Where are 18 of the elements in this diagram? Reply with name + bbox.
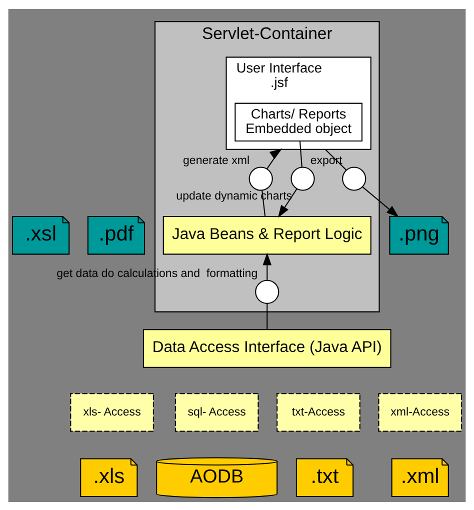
node-box: Charts/ Reports Embedded object: [234, 102, 362, 142]
node-box: sql- Access: [174, 392, 259, 432]
arrow: [362, 186, 399, 217]
node-circle: [255, 279, 280, 304]
node-box: Java Beans & Report Logic: [162, 215, 372, 254]
node-box: txt-Access: [276, 392, 360, 432]
node-box: xml-Access: [378, 392, 462, 432]
node-label: generate xml: [183, 154, 250, 166]
arrow: [262, 252, 272, 280]
node-box: xls- Access: [70, 392, 154, 432]
node-circle: [248, 166, 273, 190]
arrow: [266, 148, 282, 169]
connector: [299, 140, 302, 167]
connector: [266, 302, 268, 329]
node-box: Data Access Interface (Java API): [142, 328, 392, 368]
node-circle: [290, 166, 315, 190]
arrow: [278, 188, 298, 218]
node-circle: [342, 166, 366, 190]
